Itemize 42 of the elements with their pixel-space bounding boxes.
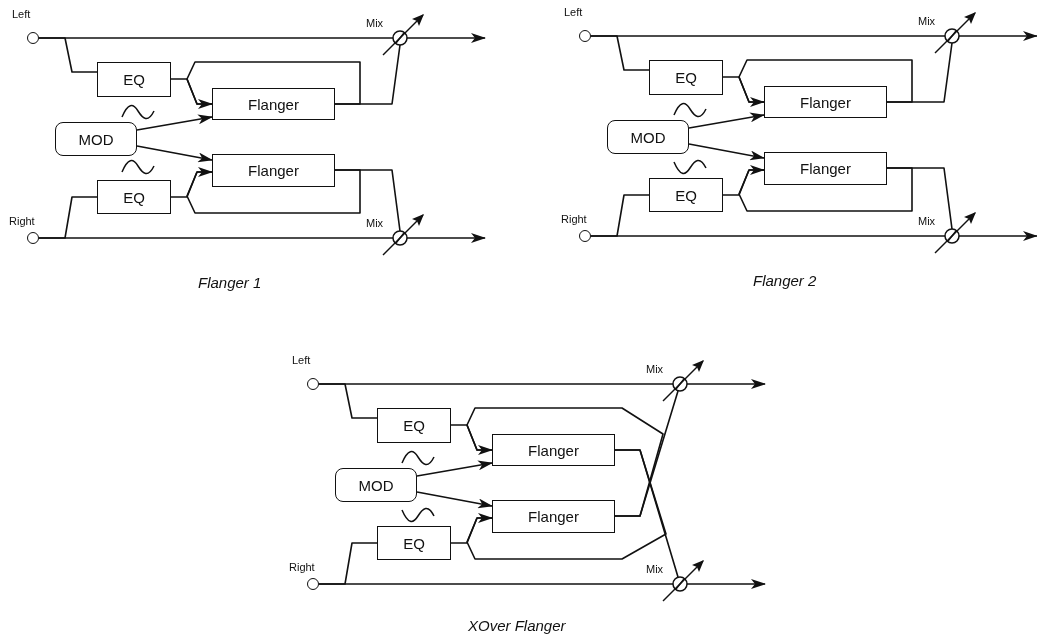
input-label: Right [561,213,587,225]
mix-control-symbol [934,210,978,255]
input-circle [579,230,591,242]
process-box: Flanger [764,86,887,118]
modulator-box: MOD [55,122,137,156]
mix-control-symbol [382,12,426,57]
process-box: Flanger [492,434,615,466]
input-label: Right [9,215,35,227]
mix-label: Mix [918,215,936,227]
process-box: EQ [97,62,171,97]
input-circle [307,578,319,590]
process-box: EQ [649,60,723,95]
input-label: Left [564,6,583,18]
process-box: EQ [377,408,451,443]
modulator-box: MOD [607,120,689,154]
process-box: EQ [649,178,723,212]
mix-control-symbol [934,10,978,55]
input-circle [27,32,39,44]
mix-control-symbol [382,212,426,257]
mix-label: Mix [646,563,664,575]
process-box: Flanger [212,154,335,187]
diagram-caption: XOver Flanger [468,617,566,634]
input-label: Left [292,354,311,366]
process-box: Flanger [492,500,615,533]
mix-label: Mix [646,363,664,375]
process-box: Flanger [764,152,887,185]
mix-label: Mix [366,217,384,229]
mix-control-symbol [662,358,706,403]
mix-label: Mix [918,15,936,27]
input-label: Left [12,8,31,20]
modulator-box: MOD [335,468,417,502]
mix-control-symbol [662,558,706,603]
diagram-caption: Flanger 1 [198,274,262,291]
process-box: EQ [377,526,451,560]
diagram-caption: Flanger 2 [753,272,817,289]
input-circle [579,30,591,42]
mix-label: Mix [366,17,384,29]
input-circle [307,378,319,390]
input-circle [27,232,39,244]
input-label: Right [289,561,315,573]
process-box: Flanger [212,88,335,120]
process-box: EQ [97,180,171,214]
